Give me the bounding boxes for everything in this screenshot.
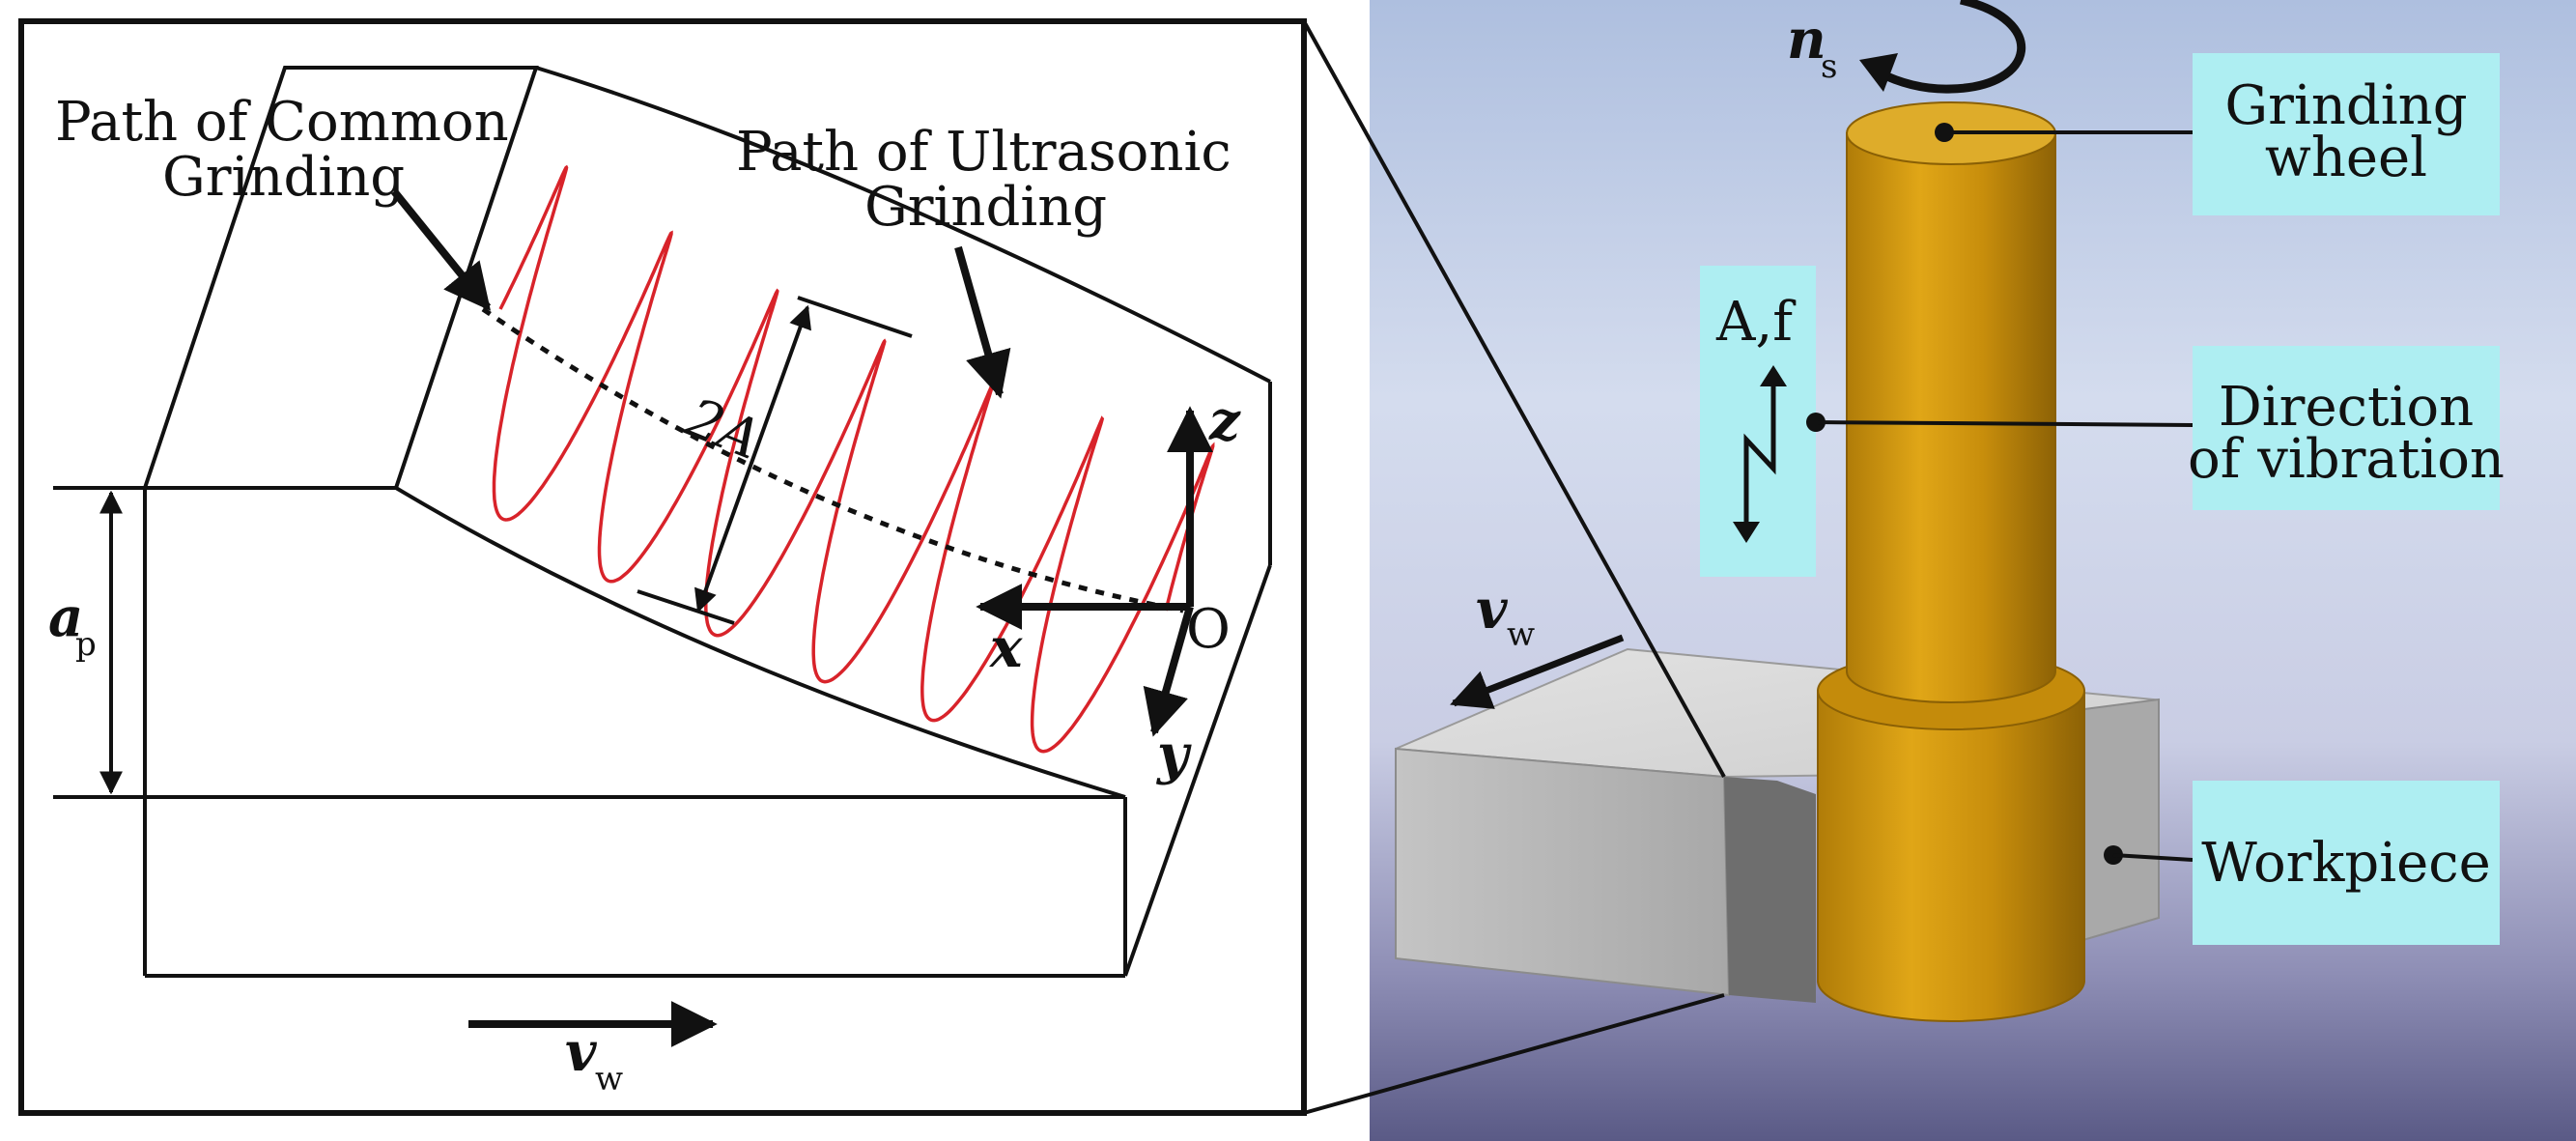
rotation-indicator: n s (1787, 0, 2025, 94)
workpiece-front-face (1395, 747, 1731, 997)
grinding-wheel (1817, 101, 2085, 1022)
spindle-speed-symbol: n (1787, 8, 1826, 71)
left-panel: 2A Path of Common Grinding Path of Ultra… (18, 18, 1726, 1116)
schematic-right-diagonal (1123, 564, 1272, 977)
leader-lines (1806, 130, 2194, 865)
leader-vibration (1815, 420, 2194, 427)
callout-direction: Direction of vibration (2188, 346, 2505, 510)
callout-workpiece: Workpiece (2193, 781, 2500, 945)
vibration-callout: A,f (1700, 266, 1816, 577)
amplitude-tick-bottom (637, 589, 735, 625)
rotation-arrow (1876, 0, 2025, 94)
axis-z-label: z (1208, 389, 1241, 453)
leader-workpiece (2112, 853, 2194, 862)
schematic-curved-bottom (394, 486, 1126, 799)
depth-symbol: a (48, 585, 83, 649)
right-feed-indicator: v w (1450, 578, 1625, 709)
axis-x-label: x (989, 616, 1023, 680)
spindle-speed-subscript: s (1821, 47, 1837, 86)
vibration-params-label: A,f (1715, 291, 1797, 354)
callout-direction-line2: of vibration (2188, 428, 2505, 491)
common-path-label-line1: Path of Common (55, 91, 509, 154)
callout-workpiece-box (2193, 781, 2500, 945)
workpiece-right-face (2076, 698, 2160, 944)
wheel-lower-body (1817, 690, 2085, 1022)
callout-direction-box (2193, 346, 2500, 510)
workpiece-groove (1724, 777, 1816, 1003)
ultrasonic-grinding-path (492, 164, 1215, 754)
left-feed-subscript: w (595, 1060, 623, 1098)
vibration-callout-box (1700, 266, 1816, 577)
callout-grinding-wheel-box (2193, 53, 2500, 215)
depth-dimension: a p (48, 490, 123, 795)
callout-grinding-wheel-line1: Grinding (2224, 74, 2467, 137)
callout-direction-line1: Direction (2219, 376, 2474, 439)
wheel-shaft-body (1846, 132, 2056, 703)
workpiece-schematic (53, 66, 1272, 978)
ultrasonic-path-pointer (954, 245, 1011, 399)
vibration-arrowhead-up (1760, 365, 1787, 386)
origin-label: O (1186, 598, 1231, 661)
left-feed-indicator: v w (468, 1001, 718, 1098)
rotation-arrowhead (1859, 53, 1898, 92)
axis-y-label: y (1155, 723, 1192, 786)
vibration-arrowhead-down (1733, 522, 1760, 543)
common-path-label-line2: Grinding (162, 146, 405, 209)
zoom-connector-top (1302, 20, 1726, 778)
left-feed-symbol: v (565, 1020, 598, 1084)
right-feed-subscript: w (1507, 615, 1535, 654)
callout-grinding-wheel: Grinding wheel (2193, 53, 2500, 215)
ultrasonic-path-label-line1: Path of Ultrasonic (736, 121, 1231, 184)
callout-workpiece-label: Workpiece (2201, 832, 2491, 895)
common-path-pointer (390, 188, 492, 311)
right-feed-arrow (1450, 634, 1625, 709)
coordinate-axes: z x y O (976, 389, 1241, 786)
depth-subscript: p (75, 625, 97, 664)
callout-grinding-wheel-line2: wheel (2265, 127, 2427, 189)
zoom-connector-bottom (1303, 993, 1725, 1115)
amplitude-arrow-line (694, 304, 811, 613)
right-feed-symbol: v (1476, 578, 1509, 642)
common-grinding-path (481, 306, 1184, 613)
vibration-zigzag-arrow (1743, 372, 1776, 536)
left-panel-background (18, 18, 1307, 1116)
amplitude-tick-top (797, 296, 913, 338)
ultrasonic-path-label-line2: Grinding (864, 176, 1107, 239)
axis-y-arrow (1143, 605, 1194, 737)
right-panel: n s v w A,f Grinding wh (1370, 0, 2576, 1141)
schematic-curved-top (535, 66, 1271, 384)
